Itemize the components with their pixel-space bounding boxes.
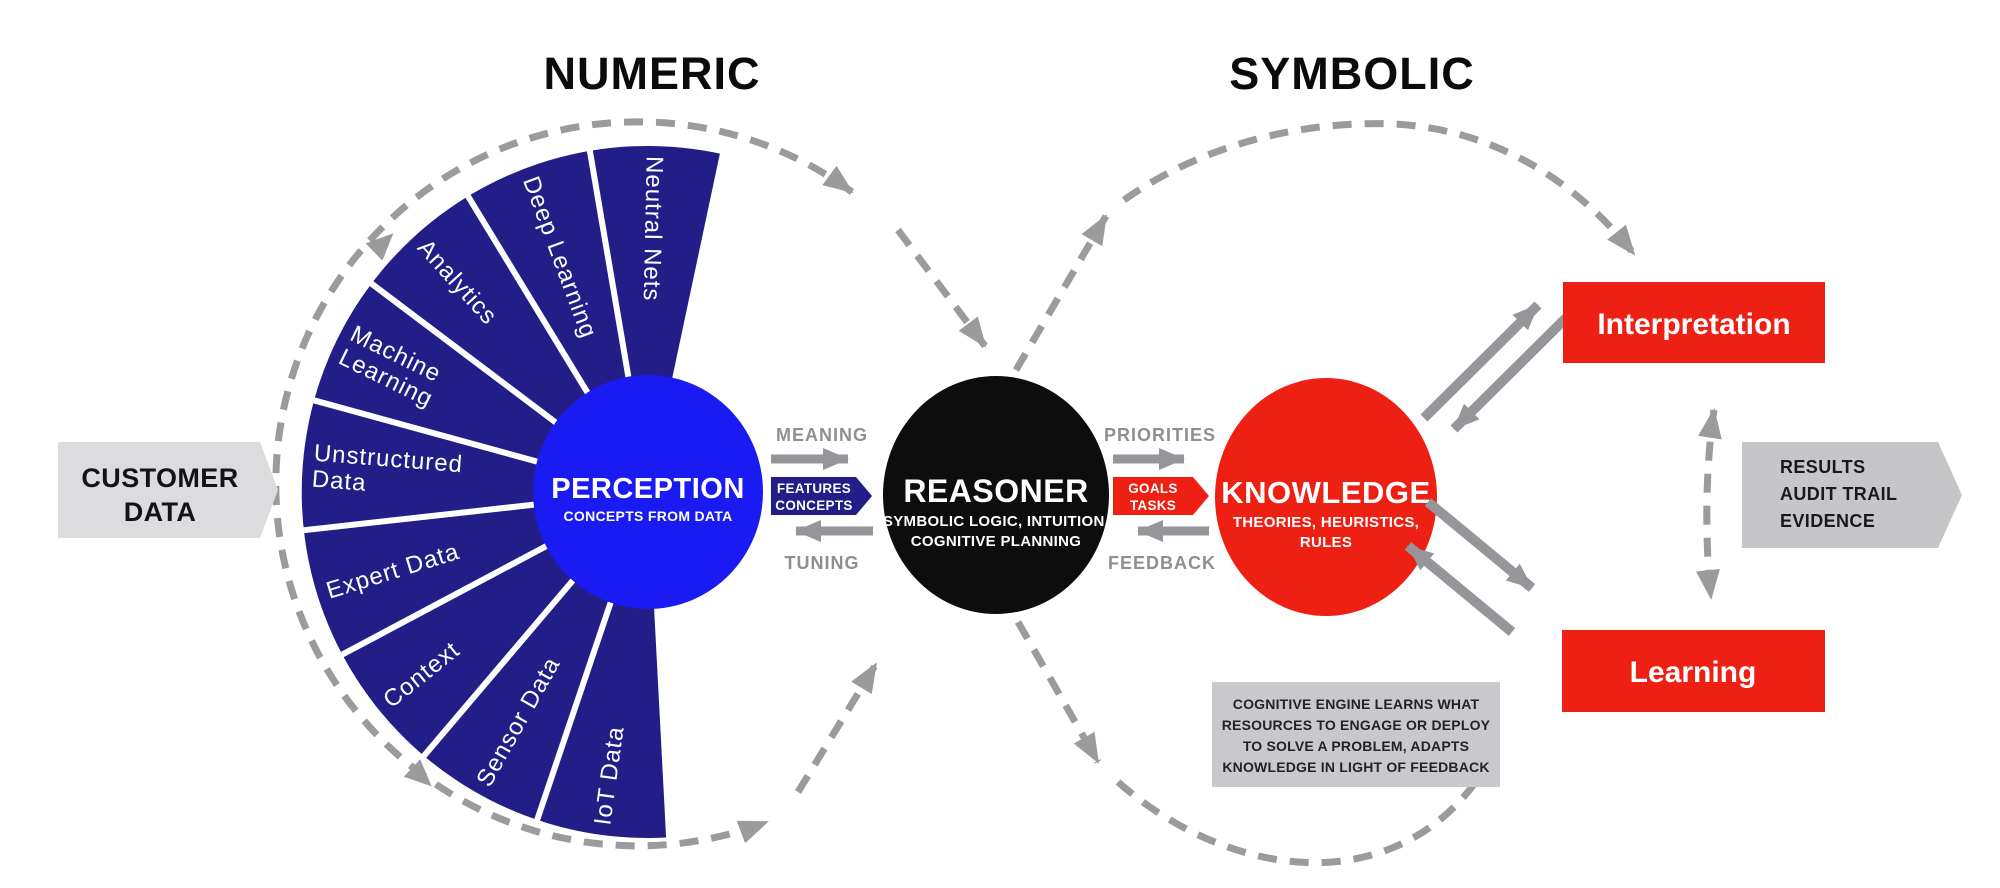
customer-data-line2: DATA — [124, 497, 197, 527]
results-box — [1742, 442, 1962, 548]
fan-segment-label-line: Neutral Nets — [638, 156, 668, 302]
perception-subtitle: CONCEPTS FROM DATA — [564, 508, 733, 524]
learning-box — [1562, 630, 1825, 712]
numeric-header: NUMERIC — [544, 48, 761, 99]
fan-sector — [301, 145, 720, 838]
customer-data-box — [58, 442, 278, 538]
customer-data-line1: CUSTOMER — [81, 463, 238, 493]
knowledge-subtitle-line1: THEORIES, HEURISTICS, — [1233, 514, 1419, 531]
fan-segment-label: Neutral Nets — [638, 156, 668, 302]
symbolic-arc-bottom — [1115, 754, 1496, 867]
goals-label: GOALS — [1128, 481, 1178, 496]
knowledge-to-interpretation-arrow-icon — [1420, 301, 1542, 422]
results-line1: RESULTS — [1780, 457, 1865, 477]
perception-circle — [533, 375, 763, 609]
perception-title: PERCEPTION — [551, 473, 745, 505]
cognitive-engine-info-box — [1212, 682, 1500, 787]
knowledge-subtitle-line2: RULES — [1300, 534, 1352, 551]
tasks-label: TASKS — [1130, 498, 1176, 513]
dash-into-reasoner-top — [895, 227, 988, 349]
info-line4: KNOWLEDGE IN LIGHT OF FEEDBACK — [1222, 759, 1489, 775]
info-line3: TO SOLVE A PROBLEM, ADAPTS — [1243, 738, 1469, 754]
reasoner-subtitle-line1: SYMBOLIC LOGIC, INTUITION, — [883, 513, 1109, 530]
feedback-label: FEEDBACK — [1108, 553, 1216, 573]
features-concepts-chevron — [771, 477, 872, 515]
fan-segment-label: UnstructuredData — [311, 440, 464, 505]
concepts-label: CONCEPTS — [775, 498, 852, 513]
features-label: FEATURES — [777, 481, 851, 496]
knowledge-circle — [1215, 378, 1437, 616]
results-line2: AUDIT TRAIL — [1780, 484, 1897, 504]
numeric-cycle-ring — [272, 118, 855, 850]
interpretation-box — [1563, 282, 1825, 363]
ring-arrow-downleft-icon — [403, 759, 432, 787]
reasoner-title: REASONER — [903, 473, 1088, 509]
results-line3: EVIDENCE — [1780, 511, 1875, 531]
fan-segment-label-line: Data — [311, 466, 368, 497]
meaning-label: MEANING — [776, 425, 868, 445]
info-line1: COGNITIVE ENGINE LEARNS WHAT — [1233, 696, 1480, 712]
priorities-label: PRIORITIES — [1104, 425, 1216, 445]
learning-to-knowledge-arrow-icon — [1404, 542, 1516, 636]
dash-out-reasoner-bottom — [1014, 620, 1102, 764]
dash-out-reasoner-top — [1012, 214, 1110, 372]
symbolic-arc-top — [1121, 120, 1637, 257]
interpretation-to-knowledge-arrow-icon — [1450, 312, 1572, 433]
interpretation-label: Interpretation — [1597, 308, 1790, 341]
dash-into-reasoner-bottom — [795, 662, 879, 794]
interpretation-learning-dashed-arrow — [1696, 408, 1722, 600]
knowledge-to-learning-arrow-icon — [1424, 498, 1536, 592]
knowledge-title: KNOWLEDGE — [1221, 475, 1430, 510]
tuning-label: TUNING — [785, 553, 860, 573]
symbolic-header: SYMBOLIC — [1229, 48, 1475, 99]
reasoner-subtitle-line2: COGNITIVE PLANNING — [911, 533, 1081, 550]
reasoner-circle — [883, 376, 1109, 614]
info-line2: RESOURCES TO ENGAGE OR DEPLOY — [1222, 717, 1491, 733]
ring-arrow-upleft-icon — [365, 233, 394, 261]
learning-label: Learning — [1630, 656, 1757, 689]
goals-tasks-chevron — [1113, 477, 1209, 515]
